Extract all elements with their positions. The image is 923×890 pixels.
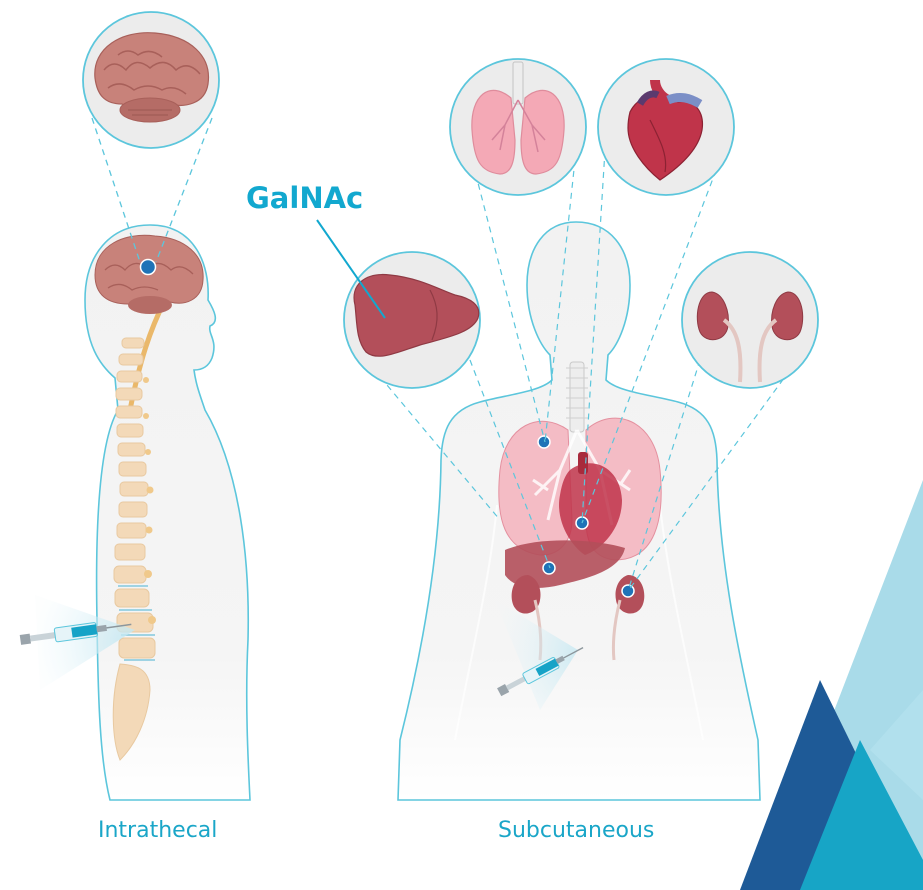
kidneys-zoom-circle: [682, 252, 818, 388]
liver-zoom-circle: [344, 252, 480, 388]
intrathecal-label: Intrathecal: [98, 818, 217, 843]
kidney-target-marker: [622, 585, 634, 597]
subcutaneous-label: Subcutaneous: [498, 818, 654, 843]
profile-silhouette: [85, 225, 250, 800]
corner-decoration: [740, 480, 923, 890]
profile-body-figure: [19, 118, 250, 800]
lung-target-marker: [538, 436, 550, 448]
lungs-zoom-circle: [450, 59, 586, 195]
heart-zoom-circle: [598, 59, 734, 195]
front-body-figure: [366, 150, 790, 800]
brain-target-marker: [141, 260, 156, 275]
liver-target-marker: [543, 562, 555, 574]
brain-zoom-circle: [83, 12, 219, 148]
galnac-label: GalNAc: [246, 181, 363, 215]
